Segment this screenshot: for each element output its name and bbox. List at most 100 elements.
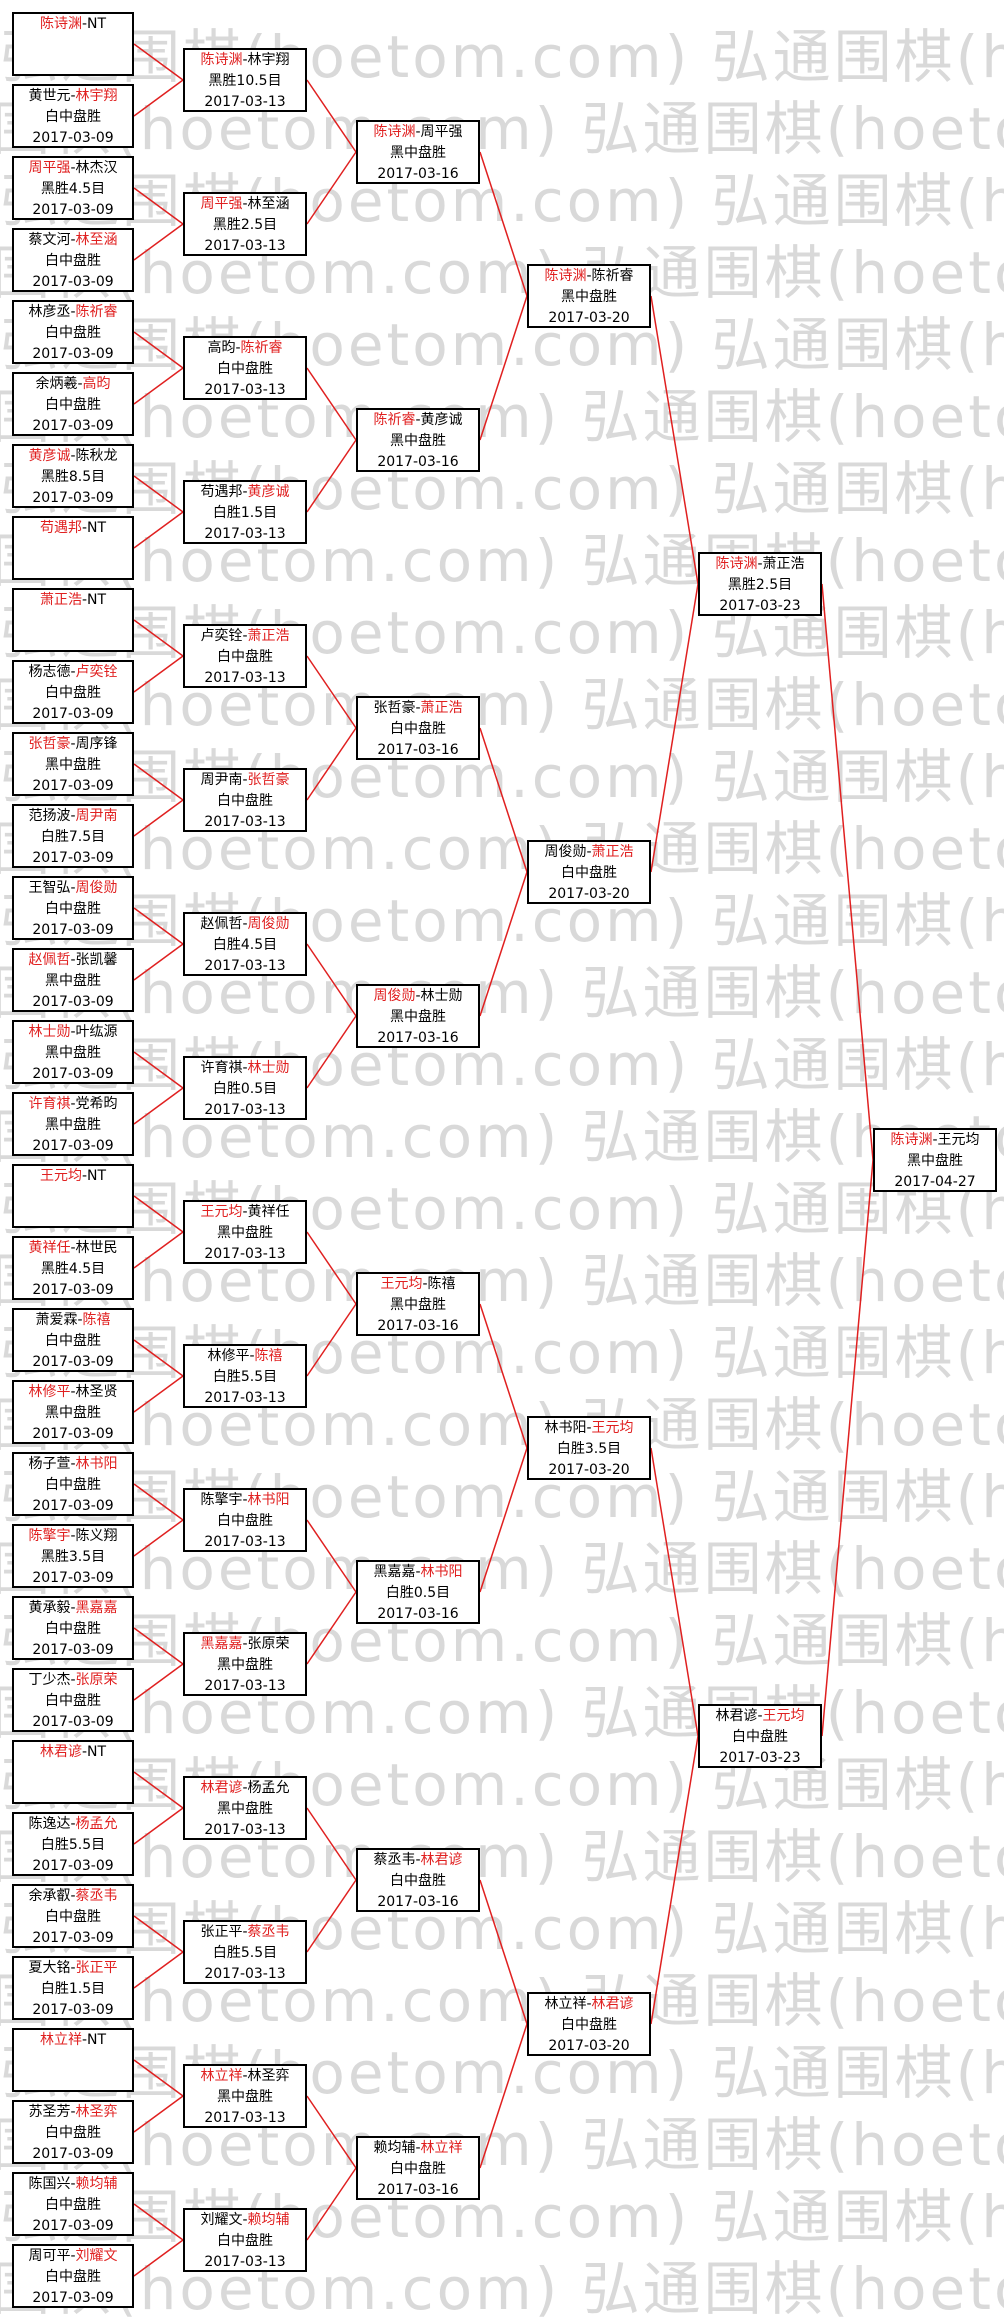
player-black: 黄承毅 [28,1600,71,1616]
player-white: 林圣弈 [247,2068,290,2084]
match-result: 白胜5.5目 [212,1945,278,1961]
vs-dash: - [586,268,592,284]
match-date: 2017-03-20 [548,310,630,326]
bracket-connector-line [133,1231,184,1269]
player-black: 黑嘉嘉 [200,1636,243,1652]
match-date: 2017-03-13 [204,238,286,254]
player-white: 杨孟允 [75,1816,118,1832]
match-result: 黑中盘胜 [561,289,617,305]
match-box: 林立祥-NT [12,2028,134,2092]
player-black: 陈诗渊 [715,556,758,572]
player-white: NT [87,1744,107,1760]
vs-dash: - [81,2032,88,2048]
match-result: 白胜1.5目 [212,505,278,521]
player-black: 林修平 [28,1384,71,1400]
player-black: 夏大铭 [28,1960,71,1976]
vs-dash: - [242,2068,248,2084]
player-black: 赵佩哲 [200,916,243,932]
vs-dash: - [70,664,76,680]
vs-dash: - [81,16,88,32]
player-black: 陈擎宇 [28,1528,71,1544]
player-black: 张正平 [200,1924,243,1940]
player-white: 张原荣 [75,1672,118,1688]
match-result: 黑中盘胜 [45,757,101,773]
vs-dash: - [81,520,88,536]
vs-dash: - [70,88,76,104]
vs-dash: - [242,2212,248,2228]
bracket-connector-line [306,1807,357,1881]
players-line: 林立祥-林君谚 [529,1994,649,2015]
player-black: 林书阳 [544,1420,587,1436]
vs-dash: - [70,304,76,320]
bracket-connector-line [306,367,357,441]
players-line: 苏圣芳-林圣弈 [14,2102,132,2123]
players-line: 陈诗渊-林宇翔 [185,50,305,71]
match-date: 2017-03-16 [377,166,459,182]
vs-dash: - [70,232,76,248]
player-black: 陈诗渊 [373,124,416,140]
match-result: 白胜0.5目 [212,1081,278,1097]
players-line: 陈诗渊-NT [14,14,132,35]
match-result: 黑中盘胜 [217,1657,273,1673]
match-date: 2017-03-13 [204,958,286,974]
players-line: 林彦丞-陈祈睿 [14,302,132,323]
players-line: 赵佩哲-张凯馨 [14,950,132,971]
match-result: 黑中盘胜 [217,1225,273,1241]
players-line: 黑嘉嘉-林书阳 [358,1562,478,1583]
player-black: 王元均 [200,1204,243,1220]
players-line: 萧爱霖-陈禧 [14,1310,132,1331]
players-line: 林修平-林圣贤 [14,1382,132,1403]
player-white: NT [87,2032,107,2048]
player-black: 高昀 [207,340,236,356]
bracket-connector-line [133,655,184,693]
player-black: 陈诗渊 [39,16,82,32]
player-black: 苟遇邦 [200,484,243,500]
player-white: 林士勋 [247,1060,290,1076]
vs-dash: - [70,1600,76,1616]
bracket-connector-line [306,943,357,1017]
bracket-connector-line [133,1915,184,1953]
player-white: 萧正浩 [762,556,805,572]
vs-dash: - [242,772,248,788]
match-result: 白中盘胜 [217,361,273,377]
match-date: 2017-04-27 [894,1174,976,1190]
match-date: 2017-03-23 [719,598,801,614]
players-line: 王元均-黄祥任 [185,1202,305,1223]
player-black: 周俊勋 [373,988,416,1004]
match-result: 白胜3.5目 [556,1441,622,1457]
players-line: 张正平-蔡丞韦 [185,1922,305,1943]
match-result: 白中盘胜 [217,1513,273,1529]
bracket-connector-line [133,2239,184,2277]
player-white: 黄彦诚 [247,484,290,500]
match-date: 2017-03-09 [32,1642,114,1658]
vs-dash: - [586,1996,592,2012]
match-result: 白胜0.5目 [385,1585,451,1601]
match-date: 2017-03-09 [32,850,114,866]
vs-dash: - [415,988,421,1004]
bracket-connector-line [133,1519,184,1557]
match-date: 2017-03-13 [204,814,286,830]
player-white: 陈秋龙 [75,448,118,464]
players-line: 林修平-陈禧 [185,1346,305,1367]
player-white: 刘耀文 [75,2248,118,2264]
player-black: 林立祥 [39,2032,82,2048]
players-line: 黑嘉嘉-张原荣 [185,1634,305,1655]
player-white: 陈禧 [254,1348,283,1364]
match-result: 黑胜2.5目 [212,217,278,233]
vs-dash: - [77,376,83,392]
match-result: 白中盘胜 [45,1477,101,1493]
players-line: 周平强-林至涵 [185,194,305,215]
match-result: 黑中盘胜 [390,1297,446,1313]
match-date: 2017-03-09 [32,490,114,506]
player-white: 林士勋 [420,988,463,1004]
bracket-connector-line [133,799,184,837]
